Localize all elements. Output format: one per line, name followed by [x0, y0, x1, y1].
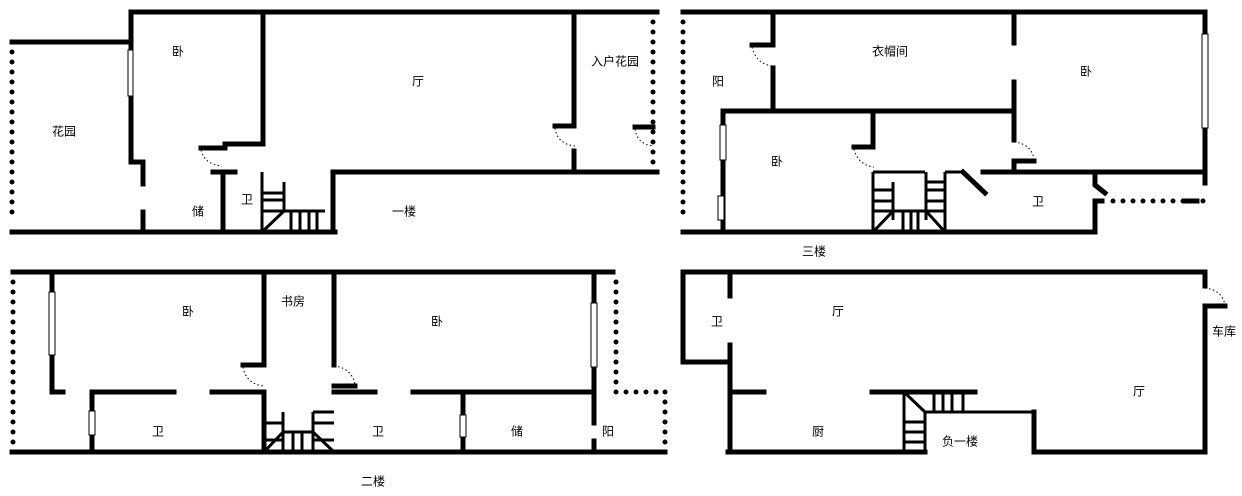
room-label: 衣帽间	[872, 44, 908, 59]
door-swing	[751, 46, 1035, 168]
dotted-railing	[9, 19, 656, 225]
door-swing	[200, 127, 654, 167]
room-label: 卧	[1080, 65, 1092, 79]
door-swing	[1204, 287, 1226, 306]
room-label: 储	[511, 424, 523, 439]
room-label: 车库	[1212, 324, 1236, 339]
room-label: 卧	[771, 155, 783, 169]
staircase	[260, 172, 325, 234]
door-swing	[242, 365, 356, 387]
room-label: 储	[192, 204, 204, 219]
room-label: 卫	[711, 315, 723, 329]
staircase	[262, 410, 336, 454]
dotted-railing	[680, 19, 1208, 225]
room-label: 卫	[372, 425, 384, 439]
room-label: 卫	[1032, 195, 1044, 209]
floor-title: 三楼	[802, 244, 826, 259]
window	[48, 291, 56, 356]
floor-plan-third: 衣帽间 阳 卧 卧 卫 三楼	[680, 9, 1209, 259]
window	[717, 195, 725, 221]
staircase	[871, 170, 963, 234]
floor-plan-first: 卧 花园 厅 入户花园 储 卫 一楼	[9, 9, 660, 235]
room-label: 阳	[602, 425, 614, 439]
room-label: 厨	[812, 425, 824, 439]
dotted-railing	[10, 279, 668, 455]
window	[88, 410, 96, 436]
floor-title: 一楼	[392, 204, 416, 219]
room-label: 卧	[431, 315, 443, 329]
window	[127, 49, 134, 97]
walls	[680, 269, 1228, 455]
floor-title: 二楼	[361, 474, 385, 489]
room-label: 书房	[281, 294, 305, 309]
room-label: 阳	[712, 75, 724, 89]
window	[459, 414, 467, 438]
room-label: 卧	[172, 45, 184, 59]
room-label: 入户花园	[591, 54, 639, 69]
room-label: 卫	[152, 425, 164, 439]
window	[719, 124, 727, 161]
room-label: 厅	[412, 75, 424, 89]
floor-plan-basement: 卫 厅 车库 厅 厨 负一楼	[680, 269, 1236, 455]
window	[590, 302, 598, 368]
floor-title: 负一楼	[942, 434, 978, 449]
window	[1201, 33, 1209, 129]
floor-plan-second: 卧 书房 卧 卫 卫 储 阳 二楼	[9, 269, 668, 489]
room-label: 卧	[182, 305, 194, 319]
room-label: 卫	[241, 193, 253, 207]
walls	[9, 9, 660, 235]
walls	[9, 269, 668, 455]
staircase	[902, 390, 1034, 452]
room-label: 花园	[52, 124, 76, 139]
room-label: 厅	[832, 305, 844, 319]
room-label: 厅	[1133, 385, 1145, 399]
